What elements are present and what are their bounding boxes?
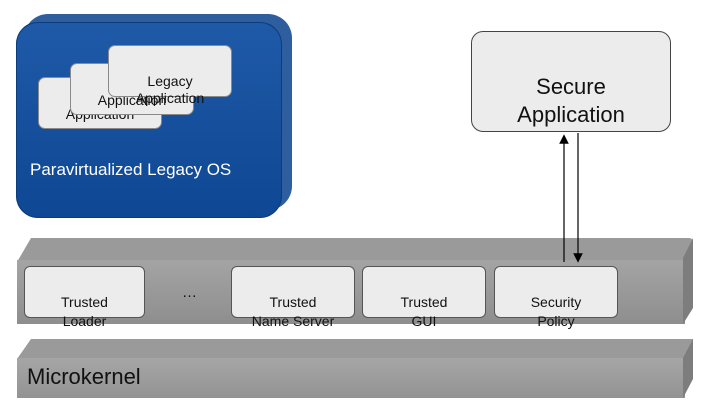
trusted-name-server-label: Trusted Name Server (251, 294, 335, 329)
legacy-os-label: Paravirtualized Legacy OS (30, 160, 232, 179)
microkernel-side-face (683, 339, 693, 398)
trusted-layer-side-face (683, 238, 693, 324)
trusted-loader-label: Trusted Loader (61, 294, 108, 329)
microkernel-top-face (17, 339, 693, 359)
secure-application-label: Secure Application (517, 74, 625, 127)
trusted-name-server-box: Trusted Name Server (231, 266, 355, 329)
trusted-gui-box: Trusted GUI (362, 266, 486, 329)
trusted-gui-label: Trusted GUI (400, 294, 448, 329)
security-policy-label: Security Policy (530, 294, 582, 329)
trusted-loader-box: Trusted Loader (24, 266, 145, 329)
secure-application-box: Secure Application (471, 31, 671, 132)
microkernel-label: Microkernel (27, 364, 141, 389)
microkernel-bar (17, 358, 685, 398)
legacy-application-label: Legacy Application (135, 73, 205, 106)
components-ellipsis: … (182, 284, 197, 301)
security-policy-box: Security Policy (494, 266, 618, 329)
legacy-application-card: Legacy Application (108, 45, 232, 106)
